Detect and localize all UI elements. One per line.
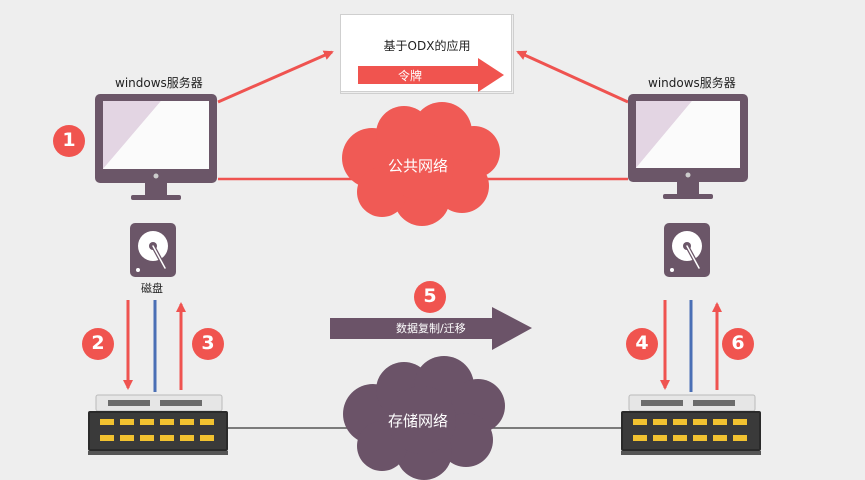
left-server-label: windows服务器 [115, 76, 203, 90]
step-number-3: 3 [201, 332, 215, 354]
step-badge-3 [192, 328, 224, 360]
right-storage-array [621, 394, 761, 455]
public-network-cloud [342, 102, 500, 226]
disk-label: 磁盘 [141, 282, 163, 295]
step-badge-5 [414, 281, 446, 313]
hard-disk-icon [664, 223, 710, 277]
token-arrow [358, 58, 504, 92]
right-monitor [628, 94, 748, 199]
left-to-odx-arrow [217, 50, 334, 104]
step-badge-1 [53, 125, 85, 157]
step-number-1: 1 [62, 129, 76, 151]
right-server-label: windows服务器 [648, 76, 736, 90]
token-label: 令牌 [398, 69, 423, 83]
hard-disk-icon [130, 223, 176, 277]
odx-application-box: 基于ODX的应用 [340, 14, 514, 94]
step-number-6: 6 [731, 332, 745, 354]
step-number-5: 5 [423, 285, 437, 307]
right-to-odx-arrow [516, 50, 629, 104]
step-badge-6 [722, 328, 754, 360]
step-number-2: 2 [91, 332, 105, 354]
migration-label: 数据复制/迁移 [396, 322, 466, 335]
step-number-4: 4 [635, 332, 649, 354]
left-monitor [95, 94, 217, 200]
public-network-label: 公共网络 [388, 157, 449, 175]
left-storage-array [88, 394, 228, 455]
step-badge-4 [626, 328, 658, 360]
odx-box-title: 基于ODX的应用 [383, 39, 471, 53]
storage-network-label: 存储网络 [388, 412, 449, 430]
storage-network-cloud [343, 356, 505, 480]
migration-arrow [330, 307, 532, 350]
step-badge-2 [82, 328, 114, 360]
